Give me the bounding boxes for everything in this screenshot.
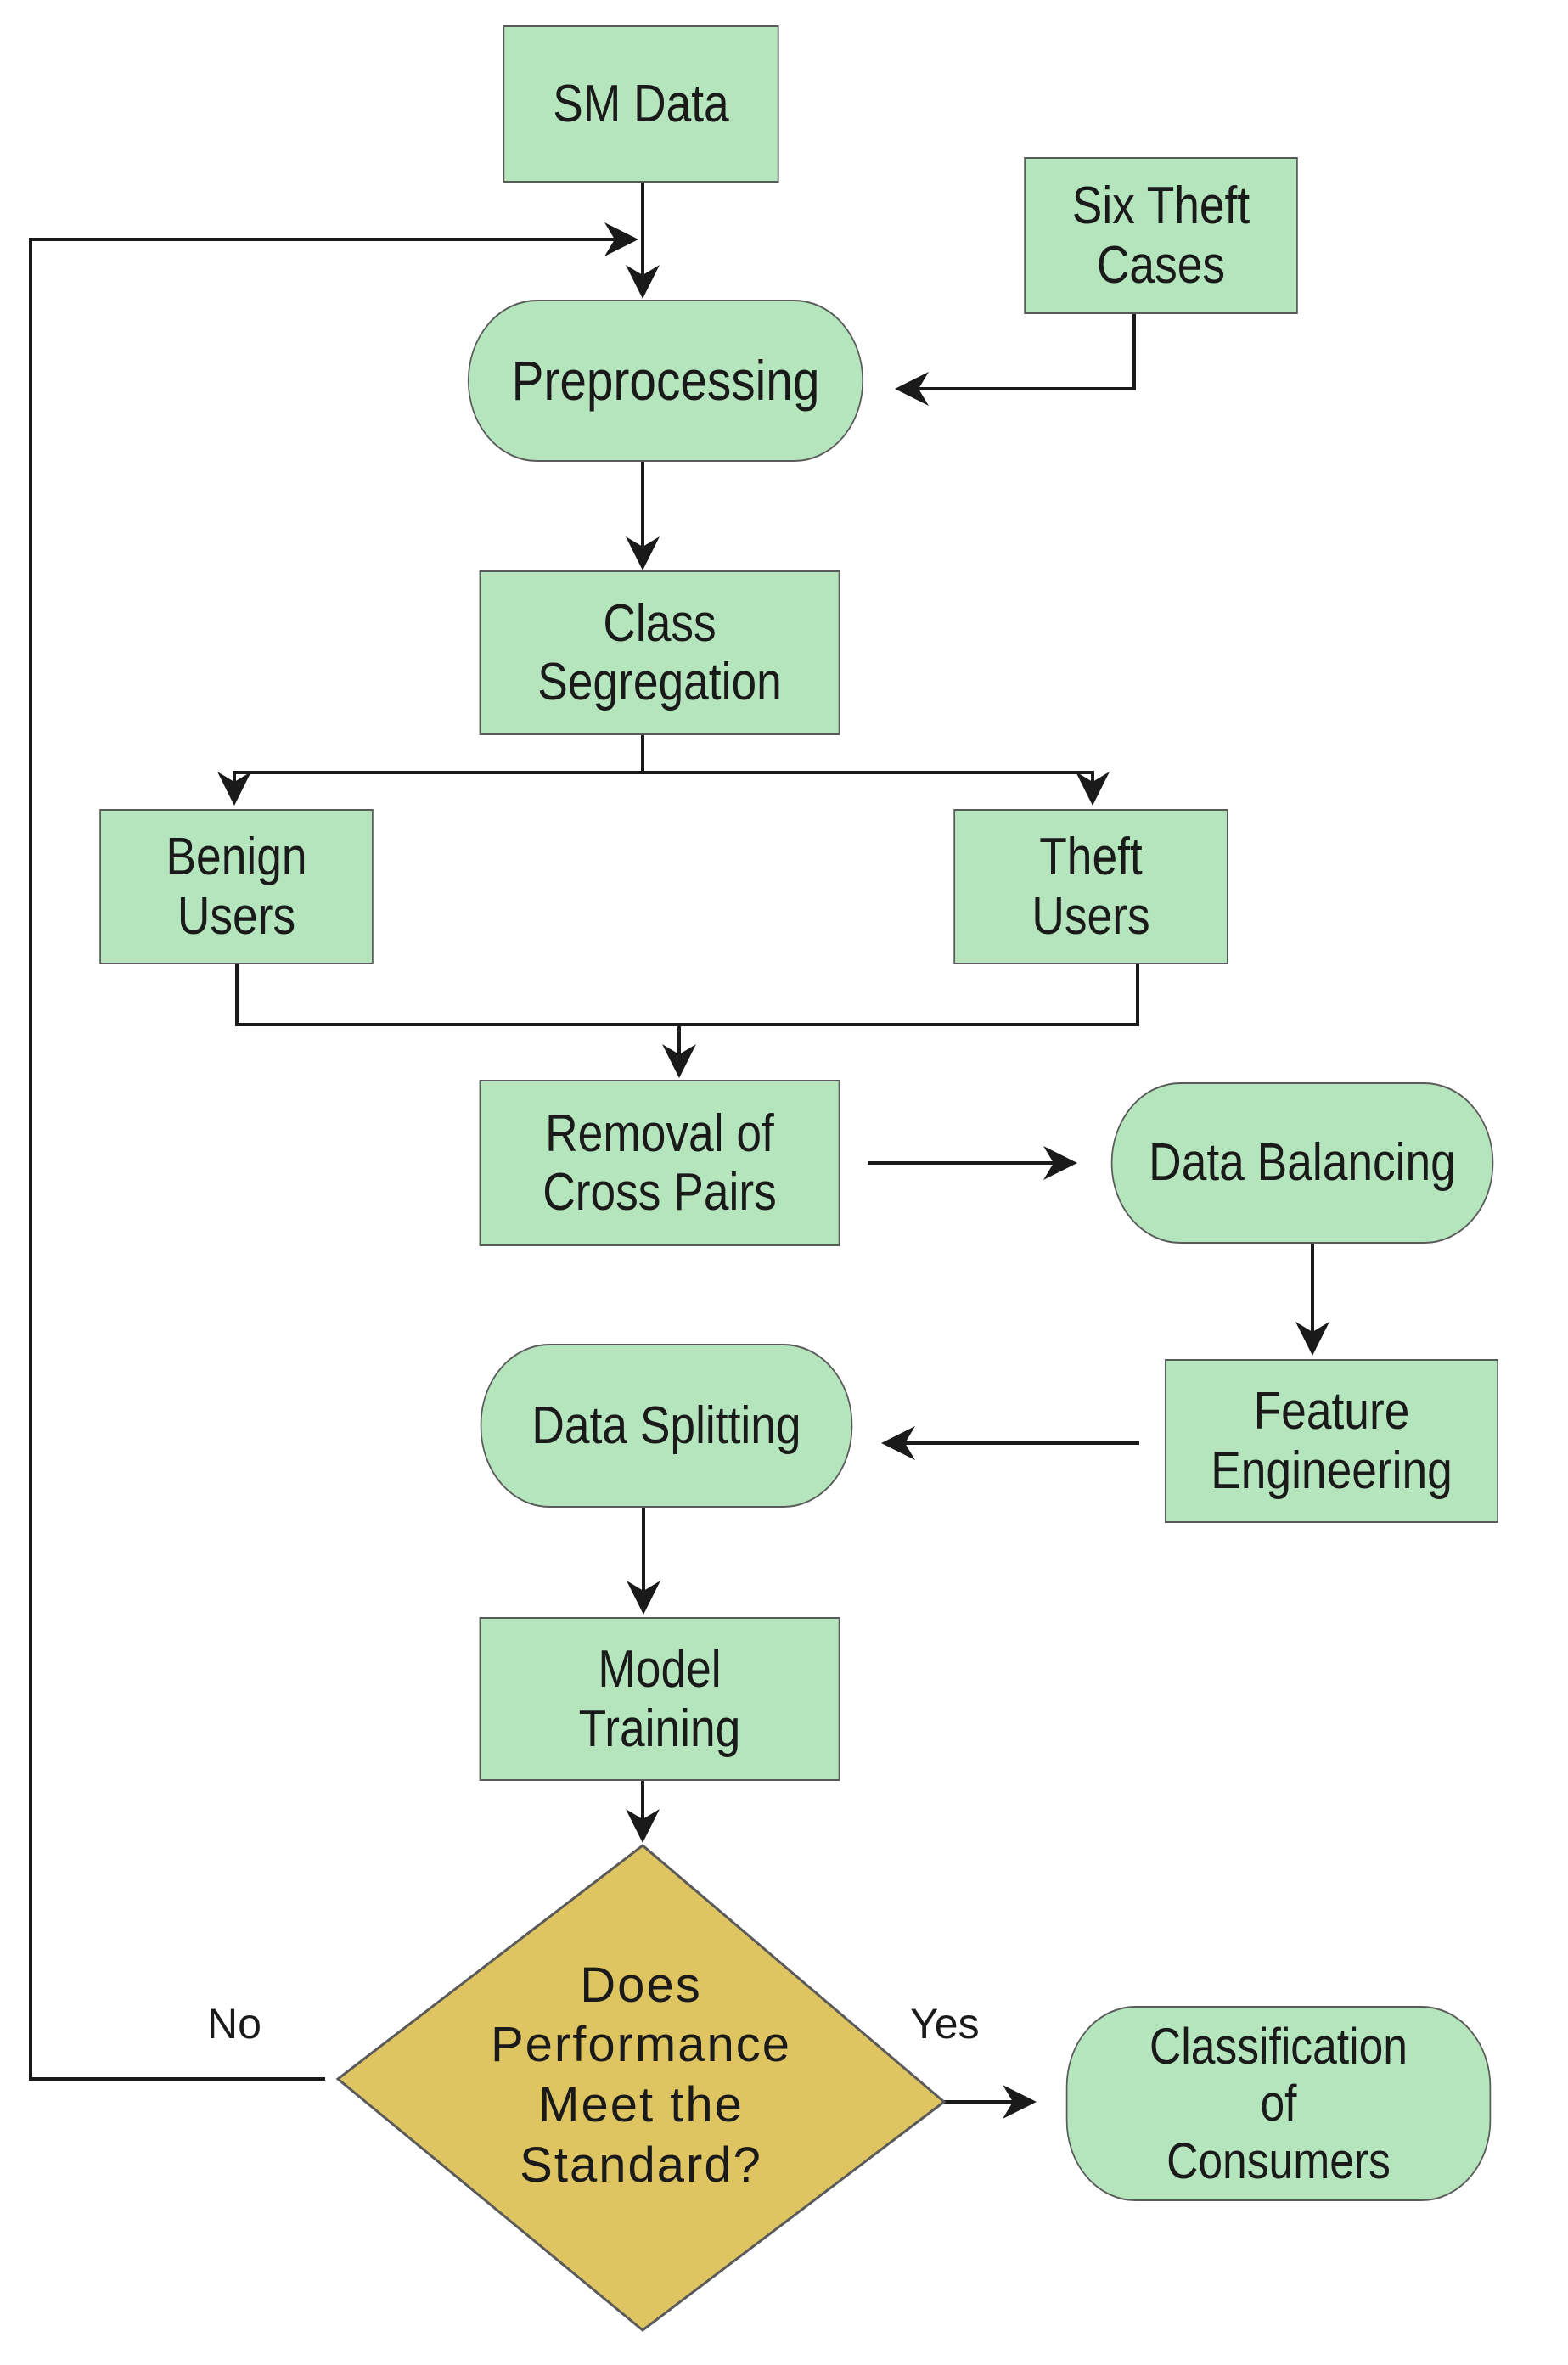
- edge-label-yes: Yes: [910, 2000, 980, 2048]
- node-sm-data: SM Data: [503, 25, 779, 183]
- node-removal-cross-pairs: Removal of Cross Pairs: [479, 1080, 840, 1246]
- arrow-sixtheft-preprocessing: [895, 314, 1136, 406]
- connector-benign-merge: [235, 964, 1139, 1026]
- node-benign-users: Benign Users: [99, 809, 374, 964]
- node-data-balancing: Data Balancing: [1110, 1082, 1494, 1244]
- edge-label-no: No: [207, 2000, 261, 2048]
- arrow-no-feedback-loop: [29, 222, 638, 2081]
- node-preprocessing: Preprocessing: [467, 300, 864, 462]
- connector-segregation-split-right: [643, 771, 1110, 806]
- node-six-theft-cases: Six Theft Cases: [1024, 157, 1298, 314]
- node-classification-of-consumers: Classification of Consumers: [1065, 2006, 1492, 2201]
- node-class-segregation: Class Segregation: [479, 570, 840, 735]
- decision-label: Does Performance Meet the Standard?: [490, 1957, 792, 2193]
- decision-diamond: [335, 1844, 947, 2332]
- node-theft-users: Theft Users: [953, 809, 1228, 964]
- node-model-training: Model Training: [479, 1617, 840, 1781]
- node-data-splitting: Data Splitting: [480, 1344, 853, 1508]
- node-feature-engineering: Feature Engineering: [1164, 1359, 1499, 1523]
- connector-segregation-split: [217, 735, 644, 806]
